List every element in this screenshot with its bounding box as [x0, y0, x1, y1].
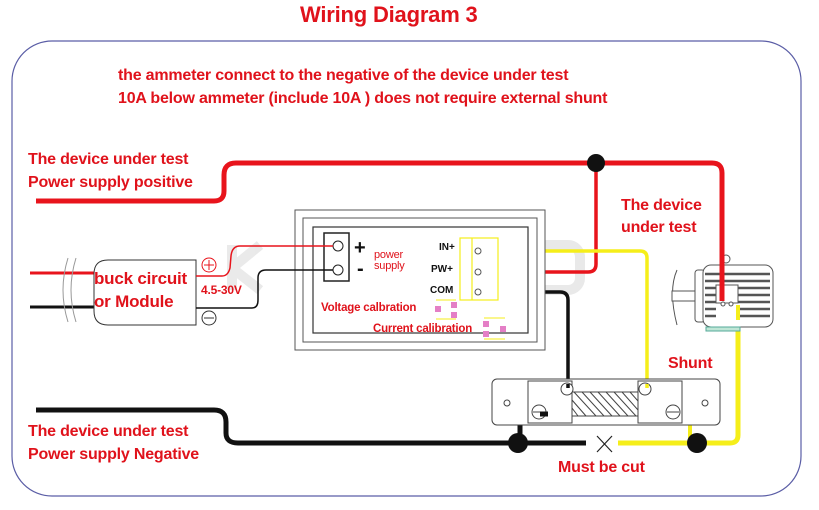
- shunt-label: Shunt: [668, 355, 713, 372]
- buck-output-black-wire: [196, 269, 333, 309]
- terminal-pw-label: PW+: [431, 264, 453, 275]
- voltage-calibration-label: Voltage calbration: [321, 302, 417, 314]
- cut-mark-icon: [596, 435, 613, 453]
- diagram-title: Wiring Diagram 3: [300, 2, 478, 27]
- positive-supply-label-line2: Power supply positive: [28, 174, 193, 191]
- yellow-junction-dot: [687, 433, 707, 453]
- note-line-2: 10A below ammeter (include 10A ) does no…: [118, 90, 608, 107]
- buck-module: [93, 259, 197, 326]
- pw-plus-wire: [478, 163, 598, 274]
- com-wire: [478, 290, 570, 388]
- power-plus-terminal: [332, 240, 344, 252]
- current-calibration-pads: [483, 317, 506, 340]
- negative-supply-wire: [36, 407, 586, 446]
- signal-connector-frame: [459, 237, 499, 301]
- power-plus-sign: +: [354, 237, 366, 259]
- terminal-in-label: IN+: [439, 242, 455, 253]
- plus-symbol-icon: [201, 257, 217, 273]
- must-be-cut-label: Must be cut: [558, 459, 645, 476]
- device-label-line2: under test: [621, 219, 697, 236]
- negative-junction-dot: [508, 433, 528, 453]
- current-calibration-label: Current calibration: [373, 323, 473, 335]
- negative-supply-label-line1: The device under test: [28, 423, 189, 440]
- buck-module-label-line2: or Module: [94, 292, 174, 311]
- note-line-1: the ammeter connect to the negative of t…: [118, 67, 569, 84]
- positive-supply-label-line1: The device under test: [28, 151, 189, 168]
- power-minus-terminal: [332, 264, 344, 276]
- buck-module-label-line1: buck circuit: [94, 269, 188, 288]
- terminal-com-label: COM: [430, 285, 454, 296]
- in-plus-wire: [478, 249, 649, 388]
- power-supply-label-line2: supply: [374, 260, 405, 272]
- buck-output-red-wire: [196, 245, 333, 277]
- com-terminal: [474, 288, 482, 296]
- in-plus-terminal: [474, 247, 482, 255]
- power-minus-sign: -: [357, 258, 364, 280]
- voltage-calibration-pads: [435, 299, 457, 320]
- positive-supply-wire: [36, 160, 725, 300]
- negative-supply-label-line2: Power supply Negative: [28, 446, 199, 463]
- minus-symbol-icon: [201, 310, 217, 326]
- wire-break-icon: [62, 257, 77, 323]
- voltage-range-label: 4.5-30V: [201, 283, 242, 297]
- shunt-resistor: [491, 378, 721, 426]
- device-label-line1: The device: [621, 197, 702, 214]
- device-to-shunt-yellow-wire: [618, 305, 741, 446]
- positive-junction-dot: [587, 154, 605, 172]
- diagram-frame: [11, 40, 802, 497]
- pw-plus-terminal: [474, 268, 482, 276]
- power-supply-label-line1: power: [374, 249, 403, 261]
